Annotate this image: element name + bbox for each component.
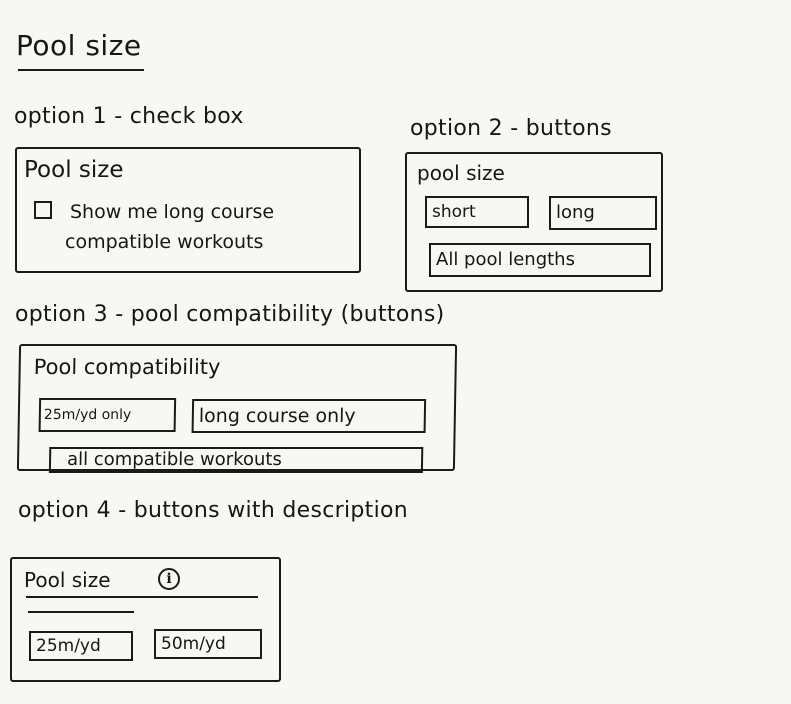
option4-card: Pool size i 25m/yd 50m/yd	[10, 557, 281, 682]
option4-card-title: Pool size	[24, 568, 111, 592]
25m-yd-only-button[interactable]: 25m/yd only	[38, 398, 177, 432]
option1-card: Pool size Show me long course compatible…	[15, 147, 361, 273]
title-underline	[18, 69, 144, 71]
option2-heading: option 2 - buttons	[410, 116, 612, 141]
title-rule	[26, 596, 258, 598]
info-icon[interactable]: i	[158, 568, 180, 590]
option1-heading: option 1 - check box	[14, 104, 244, 129]
option3-card-title: Pool compatibility	[33, 355, 221, 379]
option1-card-title: Pool size	[24, 157, 124, 183]
25m-yd-button[interactable]: 25m/yd	[29, 631, 133, 661]
all-compatible-workouts-button[interactable]: all compatible workouts	[48, 447, 424, 473]
page-title: Pool size	[16, 29, 142, 62]
option2-card: pool size short long All pool lengths	[405, 152, 663, 292]
description-placeholder-line	[28, 611, 134, 613]
option3-heading: option 3 - pool compatibility (buttons)	[15, 302, 445, 327]
checkbox-label-line2: compatible workouts	[65, 231, 264, 253]
long-course-only-button[interactable]: long course only	[191, 399, 427, 433]
long-button[interactable]: long	[549, 196, 657, 230]
checkbox-label-line1: Show me long course	[70, 201, 275, 223]
long-course-checkbox[interactable]	[34, 201, 52, 219]
50m-yd-button[interactable]: 50m/yd	[154, 629, 262, 659]
short-button[interactable]: short	[425, 196, 529, 228]
option2-card-title: pool size	[417, 161, 505, 185]
all-pool-lengths-button[interactable]: All pool lengths	[429, 243, 651, 277]
option3-card: Pool compatibility 25m/yd only long cour…	[16, 344, 458, 473]
option4-heading: option 4 - buttons with description	[18, 498, 408, 523]
